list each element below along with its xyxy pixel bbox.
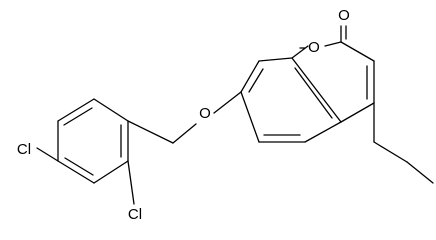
- bond-propyl-1-2: [373, 141, 408, 163]
- bond-c7-c6: [240, 91, 260, 143]
- bond-propyl-2-3: [406, 161, 434, 184]
- dichlorophenyl-ring: [57, 98, 129, 184]
- bond-c6-cl: [127, 160, 135, 205]
- bond-ar-c2-c3: [57, 98, 95, 122]
- bond-ar-c5-c6: [93, 160, 129, 184]
- bond-c4a-c8a-inner: [294, 67, 333, 119]
- chlorine-substituents: Cl Cl: [17, 141, 142, 223]
- bond-c8-c7: [240, 60, 260, 93]
- pyranone-ring: [291, 41, 375, 123]
- carbonyl-group: O: [338, 7, 350, 43]
- bond-ar-c1-c2: [93, 98, 129, 122]
- bond-c5-c4a: [304, 121, 342, 143]
- molecule-structure-diagram: O O O Cl: [17, 7, 434, 223]
- chlorine-para-label: Cl: [17, 141, 31, 158]
- ether-linkage: O: [127, 91, 242, 144]
- bond-ar-c2-c3-inner: [63, 107, 93, 126]
- bond-c8a-c8: [258, 57, 293, 62]
- propyl-chain: [373, 102, 434, 184]
- ring-oxygen-label: O: [308, 39, 320, 56]
- chlorine-ortho-label: Cl: [128, 206, 142, 223]
- bond-ar-c4-c5: [57, 160, 95, 184]
- benzo-ring: [240, 57, 342, 143]
- bond-c4-cl: [36, 147, 59, 162]
- bond-c4a-c8a: [291, 57, 342, 123]
- ether-oxygen-label: O: [199, 105, 211, 122]
- bond-c7-ether-o: [213, 91, 242, 114]
- bond-ether-o-ch2: [172, 123, 197, 144]
- bond-c4-c4a: [340, 102, 375, 123]
- bond-ch2-aryl: [127, 120, 174, 144]
- bond-ar-c4-c5-inner: [64, 157, 94, 176]
- bond-c8-c7-inner: [248, 68, 264, 93]
- carbonyl-oxygen-label: O: [338, 7, 350, 24]
- bond-carbonyl-c-c3: [340, 41, 375, 62]
- bond-carbonyl-c-ring-o: [324, 41, 342, 47]
- bond-ring-o-c8a-2: [291, 45, 309, 59]
